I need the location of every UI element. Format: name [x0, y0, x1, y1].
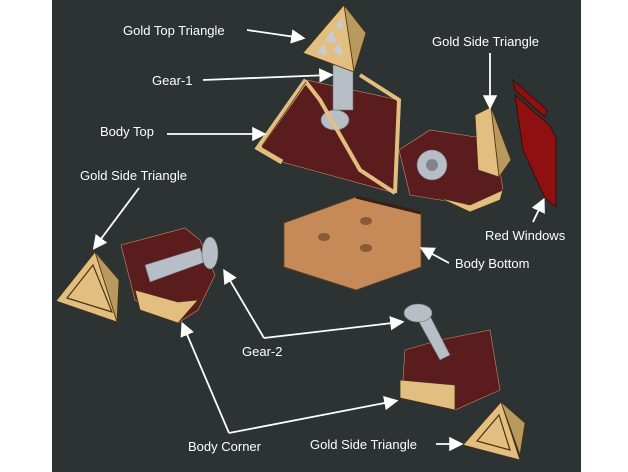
- arrow-red-windows: [531, 197, 545, 223]
- body-corner-left: [120, 227, 219, 324]
- body-bottom-part: [283, 195, 422, 291]
- body-top-part: [254, 64, 402, 195]
- arrow-gold-top-triangle: [246, 29, 306, 44]
- label-body-top: Body Top: [100, 124, 154, 139]
- gear-icon: [403, 303, 433, 323]
- label-gold-side-triangle-bottom: Gold Side Triangle: [310, 437, 417, 452]
- arrow-gear-1: [202, 68, 334, 83]
- arrow-gold-side-left: [92, 187, 140, 250]
- gear-icon: [201, 236, 219, 270]
- gear-1-shaft: [332, 64, 354, 111]
- body-corner-right-bottom: [399, 303, 501, 411]
- label-body-corner: Body Corner: [188, 439, 262, 454]
- label-body-bottom: Body Bottom: [455, 256, 529, 271]
- arrow-gear-2-right: [263, 316, 405, 339]
- gold-top-triangle-part: [302, 3, 367, 73]
- arrow-body-bottom: [419, 247, 450, 264]
- label-gear-1: Gear-1: [152, 73, 192, 88]
- arrow-body-corner-left: [180, 321, 230, 434]
- label-gold-side-triangle-left: Gold Side Triangle: [80, 168, 187, 183]
- gold-side-triangle-left-part: [55, 251, 120, 323]
- arrow-gear-2-left: [223, 268, 265, 339]
- label-gear-2: Gear-2: [242, 344, 282, 359]
- gold-side-triangle-bottom-part: [462, 400, 526, 461]
- label-red-windows: Red Windows: [485, 228, 566, 243]
- gold-side-triangle-right-part: [474, 106, 512, 179]
- arrow-body-corner-right: [228, 395, 399, 434]
- callout-arrows: [92, 29, 545, 452]
- label-gold-side-triangle-right: Gold Side Triangle: [432, 34, 539, 49]
- red-windows-part: [512, 78, 557, 208]
- label-gold-top-triangle: Gold Top Triangle: [123, 23, 225, 38]
